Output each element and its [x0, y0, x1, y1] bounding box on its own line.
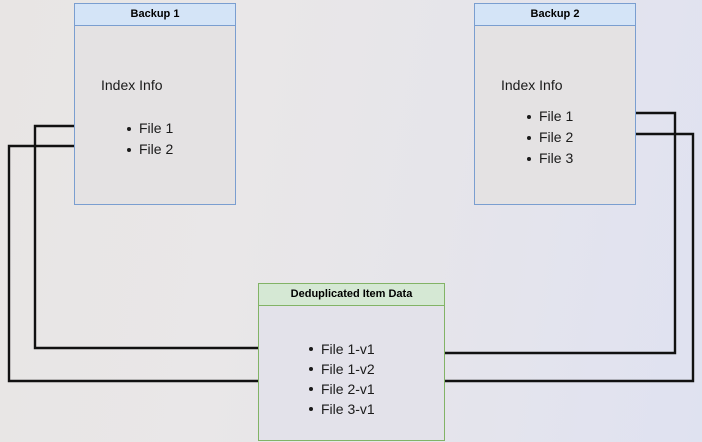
backup-2-index-info-label: Index Info [501, 77, 563, 93]
node-deduplicated-item-data-body: File 1-v1 File 1-v2 File 2-v1 File 3-v1 [259, 306, 444, 440]
node-backup-2[interactable]: Backup 2 Index Info File 1 File 2 File 3 [474, 3, 636, 205]
node-backup-1-body: Index Info File 1 File 2 [75, 26, 235, 204]
node-deduplicated-item-data-title: Deduplicated Item Data [259, 284, 444, 306]
node-backup-1[interactable]: Backup 1 Index Info File 1 File 2 [74, 3, 236, 205]
list-item[interactable]: File 3-v1 [307, 399, 375, 419]
node-backup-2-body: Index Info File 1 File 2 File 3 [475, 26, 635, 204]
list-item[interactable]: File 2 [125, 139, 173, 160]
list-item[interactable]: File 1 [125, 118, 173, 139]
node-deduplicated-item-data[interactable]: Deduplicated Item Data File 1-v1 File 1-… [258, 283, 445, 441]
list-item[interactable]: File 1-v2 [307, 359, 375, 379]
list-item[interactable]: File 2 [525, 127, 573, 148]
list-item[interactable]: File 1 [525, 106, 573, 127]
node-backup-2-title: Backup 2 [475, 4, 635, 26]
dedup-file-list: File 1-v1 File 1-v2 File 2-v1 File 3-v1 [307, 339, 375, 419]
backup-2-file-list: File 1 File 2 File 3 [525, 106, 573, 169]
backup-1-file-list: File 1 File 2 [125, 118, 173, 160]
list-item[interactable]: File 1-v1 [307, 339, 375, 359]
list-item[interactable]: File 2-v1 [307, 379, 375, 399]
node-backup-1-title: Backup 1 [75, 4, 235, 26]
backup-1-index-info-label: Index Info [101, 77, 163, 93]
list-item[interactable]: File 3 [525, 148, 573, 169]
